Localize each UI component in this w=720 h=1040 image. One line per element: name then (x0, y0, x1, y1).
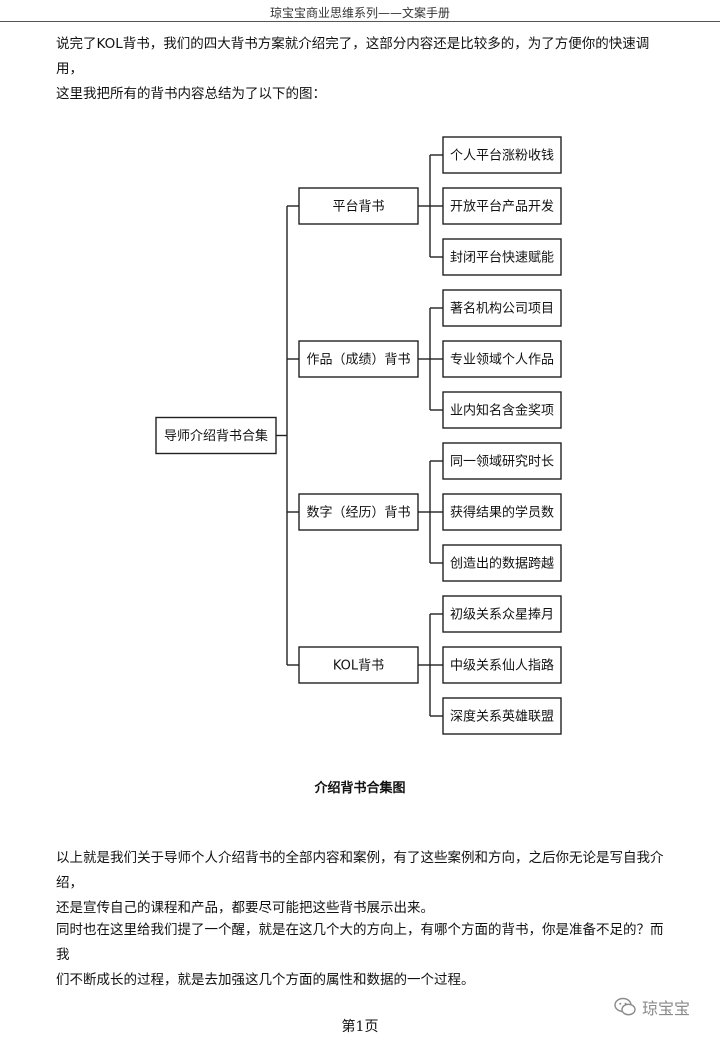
leaf-box-1-1-label: 个人平台涨粉收钱 (450, 149, 554, 164)
leaf-box-3-3-label: 创造出的数据跨越 (450, 556, 554, 572)
leaf-box-4-3-label: 深度关系英雄联盟 (450, 709, 554, 725)
leaf-box-2-3-frame (442, 391, 562, 429)
watermark-text: 琼宝宝 (642, 999, 691, 1018)
summary-line-1: 以上就是我们关于导师个人介绍背书的全部内容和案例，有了这些案例和方向，之后你无论… (56, 850, 664, 891)
branch-box-2-frame (298, 340, 419, 378)
root-box: 导师介绍背书合集 (155, 416, 277, 455)
leaf-box-1-2-frame (442, 187, 562, 225)
root-box-frame (155, 416, 277, 455)
leaf-box-2-2-label: 专业领域个人作品 (450, 353, 554, 368)
leaf-box-3-2: 获得结果的学员数 (442, 493, 562, 531)
reminder-line-1: 同时也在这里给我们提了一个醒，就是在这几个大的方向上，有哪个方面的背书，你是准备… (56, 922, 664, 963)
leaf-box-3-3-frame (442, 544, 562, 582)
leaf-box-4-2: 中级关系仙人指路 (442, 646, 562, 684)
leaf-box-4-2-label: 中级关系仙人指路 (450, 658, 554, 674)
leaf-box-2-1: 著名机构公司项目 (442, 289, 562, 327)
branch-box-3: 数字（经历）背书 (298, 493, 419, 531)
leaf-box-1-1-frame (442, 136, 562, 174)
leaf-box-2-1-frame (442, 289, 562, 327)
leaf-box-2-3: 业内知名含金奖项 (442, 391, 562, 429)
header-divider (0, 21, 720, 22)
leaf-box-1-3: 封闭平台快速赋能 (442, 238, 562, 276)
branch-box-3-label: 数字（经历）背书 (306, 506, 410, 521)
branch-box-1-frame (298, 187, 419, 225)
intro-paragraph: 说完了KOL背书，我们的四大背书方案就介绍完了，这部分内容还是比较多的，为了方便… (56, 32, 676, 107)
leaf-box-1-1: 个人平台涨粉收钱 (442, 136, 562, 174)
page-number: 第1页 (341, 1019, 379, 1035)
leaf-box-1-3-frame (442, 238, 562, 276)
intro-line-1: 说完了KOL背书，我们的四大背书方案就介绍完了，这部分内容还是比较多的，为了方便… (56, 36, 650, 77)
branch-box-1-label: 平台背书 (332, 200, 384, 215)
leaf-box-1-2-label: 开放平台产品开发 (450, 199, 554, 215)
branch-box-2-label: 作品（成绩）背书 (306, 353, 410, 368)
leaf-box-2-2: 专业领域个人作品 (442, 340, 562, 378)
reminder-line-2: 们不断成长的过程，就是去加强这几个方面的属性和数据的一个过程。 (56, 972, 475, 988)
leaf-box-2-2-frame (442, 340, 562, 378)
leaf-box-4-2-frame (442, 646, 562, 684)
leaf-box-3-1-frame (442, 442, 562, 480)
leaf-box-1-2: 开放平台产品开发 (442, 187, 562, 225)
branch-box-1: 平台背书 (298, 187, 419, 225)
reminder-paragraph: 同时也在这里给我们提了一个醒，就是在这几个大的方向上，有哪个方面的背书，你是准备… (56, 918, 676, 993)
branch-box-4: KOL背书 (298, 646, 419, 684)
leaf-box-2-3-label: 业内知名含金奖项 (450, 403, 554, 419)
branch-box-2: 作品（成绩）背书 (298, 340, 419, 378)
leaf-box-4-3-frame (442, 697, 562, 735)
leaf-box-4-1-frame (442, 595, 562, 633)
leaf-box-3-2-frame (442, 493, 562, 531)
branch-box-4-label: KOL背书 (333, 659, 384, 674)
watermark: 琼宝宝 (614, 994, 714, 1020)
leaf-box-1-3-label: 封闭平台快速赋能 (450, 251, 554, 266)
document-header-title: 琼宝宝商业思维系列——文案手册 (269, 6, 450, 20)
leaf-box-3-2-label: 获得结果的学员数 (450, 505, 554, 521)
branch-box-3-frame (298, 493, 419, 531)
leaf-box-4-1: 初级关系众星捧月 (442, 595, 562, 633)
wechat-icon (614, 997, 636, 1016)
summary-paragraph: 以上就是我们关于导师个人介绍背书的全部内容和案例，有了这些案例和方向，之后你无论… (56, 846, 676, 921)
leaf-box-3-1-label: 同一领域研究时长 (450, 455, 554, 470)
leaf-box-2-1-label: 著名机构公司项目 (450, 301, 554, 317)
leaf-box-3-3: 创造出的数据跨越 (442, 544, 562, 582)
leaf-box-4-1-label: 初级关系众星捧月 (450, 608, 554, 623)
intro-line-2: 这里我把所有的背书内容总结为了以下的图： (56, 86, 326, 102)
branch-box-4-frame (298, 646, 419, 684)
root-box-label: 导师介绍背书合集 (164, 428, 268, 444)
summary-line-2: 还是宣传自己的课程和产品，都要尽可能把这些背书展示出来。 (56, 900, 434, 916)
leaf-box-3-1: 同一领域研究时长 (442, 442, 562, 480)
leaf-box-4-3: 深度关系英雄联盟 (442, 697, 562, 735)
diagram-caption: 介绍背书合集图 (314, 781, 406, 796)
